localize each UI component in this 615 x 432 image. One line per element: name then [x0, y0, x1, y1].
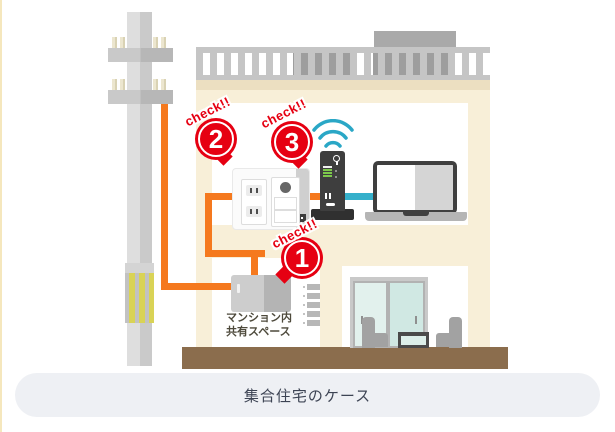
railing-bottom-rail	[196, 75, 490, 80]
caption-text: 集合住宅のケース	[243, 387, 372, 405]
badge-ring	[198, 121, 234, 157]
ladder-dots	[303, 286, 305, 329]
power-led-tick	[336, 161, 338, 165]
vent-mark	[329, 193, 331, 199]
status-led	[323, 175, 332, 177]
insulator	[161, 37, 166, 48]
badge-circle: 2	[195, 118, 237, 160]
badge-circle: 1	[281, 237, 323, 279]
media-slot	[274, 197, 297, 210]
fiber-cable-to-box	[161, 283, 237, 290]
check-badge-1: check!! 1	[269, 216, 330, 300]
caption-pill: 集合住宅のケース	[15, 373, 600, 417]
pole-safety-cover	[125, 273, 154, 323]
railing-bars	[196, 53, 490, 75]
shared-space-label-line2: 共有スペース	[226, 326, 291, 338]
media-slot	[274, 210, 297, 223]
cable-ladder	[303, 284, 320, 329]
power-socket-icon	[246, 206, 262, 217]
rooftop-block	[374, 31, 456, 47]
table	[398, 332, 429, 348]
insulator	[161, 79, 166, 90]
status-led	[323, 166, 332, 168]
indicator-dot	[335, 170, 337, 172]
check-badge-3: check!! 3	[258, 96, 319, 178]
page-edge-line	[0, 0, 2, 432]
door-handle	[415, 316, 417, 324]
distribution-box	[231, 275, 291, 312]
chair	[436, 333, 451, 347]
fiber-cable-to-outlet	[205, 193, 245, 200]
status-led	[323, 172, 332, 174]
laptop-screen	[373, 161, 457, 214]
power-outlet-plate	[241, 179, 267, 225]
insulator	[153, 37, 158, 48]
railing-top-rail	[196, 47, 490, 53]
pole-cover-cap	[125, 263, 154, 273]
insulator	[112, 79, 117, 90]
status-led	[323, 169, 332, 171]
modem	[320, 151, 345, 211]
fiber-cable-riser	[251, 250, 258, 280]
pole-crossarm	[108, 48, 173, 62]
insulator	[120, 79, 125, 90]
chair	[449, 317, 462, 348]
roof-parapet-strip	[196, 80, 490, 90]
chair	[373, 333, 388, 347]
laptop-base	[365, 212, 467, 221]
shared-space-label: マンション内 共有スペース	[226, 311, 306, 339]
optical-port-icon	[299, 214, 306, 222]
lan-cable	[340, 193, 380, 200]
box-label-mark	[237, 284, 240, 293]
wall-outlet-panel	[232, 168, 310, 230]
check-badge-2: check!! 2	[181, 94, 241, 176]
badge-circle: 3	[271, 121, 313, 163]
fiber-cable-riser	[205, 193, 212, 257]
roof-railing	[196, 47, 490, 80]
badge-ring	[284, 240, 320, 276]
pole-crossarm	[108, 90, 173, 104]
shared-space-label-line1: マンション内	[226, 312, 292, 324]
badge-ring	[274, 124, 310, 160]
indicator-dot	[335, 176, 337, 178]
fiber-cable-riser	[205, 250, 265, 257]
media-outlet-plate	[271, 177, 300, 227]
insulator	[120, 37, 125, 48]
power-socket-icon	[246, 185, 262, 196]
coax-connector-icon	[280, 182, 291, 193]
ground-floor-bar	[182, 347, 508, 369]
laptop-hinge	[403, 212, 429, 216]
wifi-icon	[312, 119, 354, 148]
fiber-cable-drop	[161, 104, 168, 290]
chair	[362, 317, 375, 348]
fiber-cable-to-modem	[300, 193, 326, 200]
port-mark	[326, 203, 335, 206]
insulator	[153, 79, 158, 90]
ladder-slats	[307, 284, 320, 329]
modem-stand	[311, 209, 354, 220]
insulator	[112, 37, 117, 48]
laptop-display	[377, 165, 453, 210]
vent-mark	[325, 193, 327, 199]
